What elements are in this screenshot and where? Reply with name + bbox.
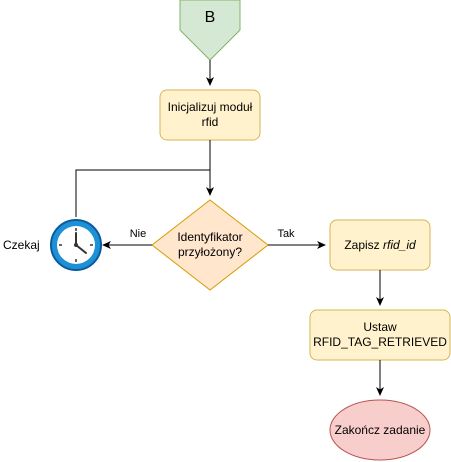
edge-yes-label: Tak	[277, 227, 295, 240]
start-connector-label: B	[204, 8, 216, 26]
set-label-line2: RFID_TAG_RETRIEVED	[313, 335, 447, 349]
edge-wait-loop-back	[75, 169, 210, 217]
clock-minute-hand	[75, 244, 87, 254]
end-terminator-label: Zakończ zadanie	[334, 422, 426, 437]
save-process-label: Zapisz rfid_id	[330, 220, 430, 270]
set-process-label: Ustaw RFID_TAG_RETRIEVED	[310, 310, 450, 360]
start-connector-shape[interactable]	[179, 0, 241, 61]
init-label-line1: Inicjalizuj moduł	[167, 100, 253, 114]
clock-icon[interactable]	[50, 219, 102, 271]
save-label-variable: rfid_id	[383, 237, 416, 252]
decision-label: Identyfikator przyłożony?	[160, 225, 260, 265]
save-label-prefix: Zapisz	[344, 237, 383, 252]
decision-shape[interactable]	[151, 199, 269, 291]
decision-label-line1: Identyfikator	[177, 230, 243, 244]
end-terminator-shape[interactable]	[329, 399, 431, 461]
init-process-label: Inicjalizuj moduł rfid	[160, 90, 260, 140]
init-label-line2: rfid	[201, 115, 219, 129]
wait-label: Czekaj	[3, 237, 40, 252]
clock-center-pin	[74, 243, 78, 247]
edge-no-label: Nie	[129, 227, 147, 240]
decision-label-line2: przyłożony?	[177, 245, 243, 259]
set-label-line1: Ustaw	[363, 320, 397, 334]
